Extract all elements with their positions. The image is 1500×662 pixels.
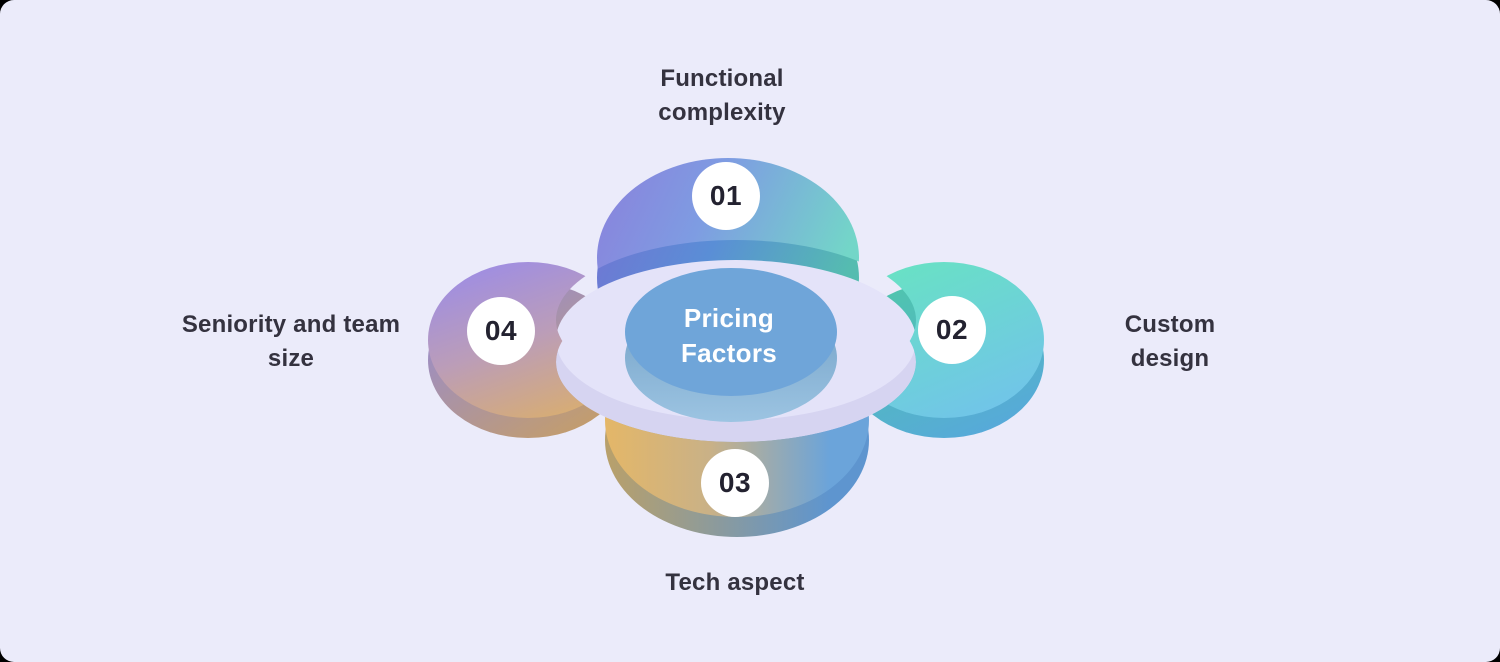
factor-label-right: Custom design [1124, 311, 1216, 372]
factor-number-1: 01 [709, 180, 743, 211]
factor-number-badge-1: 01 [692, 162, 760, 230]
factor-label-left: Seniority and team size [181, 311, 401, 372]
factor-number-badge-4: 04 [467, 297, 535, 365]
factor-number-badge-3: 03 [701, 449, 769, 517]
factor-number-3: 03 [718, 467, 752, 498]
factor-number-4: 04 [484, 315, 518, 346]
center-title: Pricing Factors [680, 303, 778, 368]
center-cylinder-face [625, 268, 837, 396]
factor-label-top: Functional complexity [658, 65, 786, 126]
factor-label-bottom: Tech aspect [665, 569, 805, 596]
factor-number-badge-2: 02 [918, 296, 986, 364]
factor-number-2: 02 [935, 314, 969, 345]
